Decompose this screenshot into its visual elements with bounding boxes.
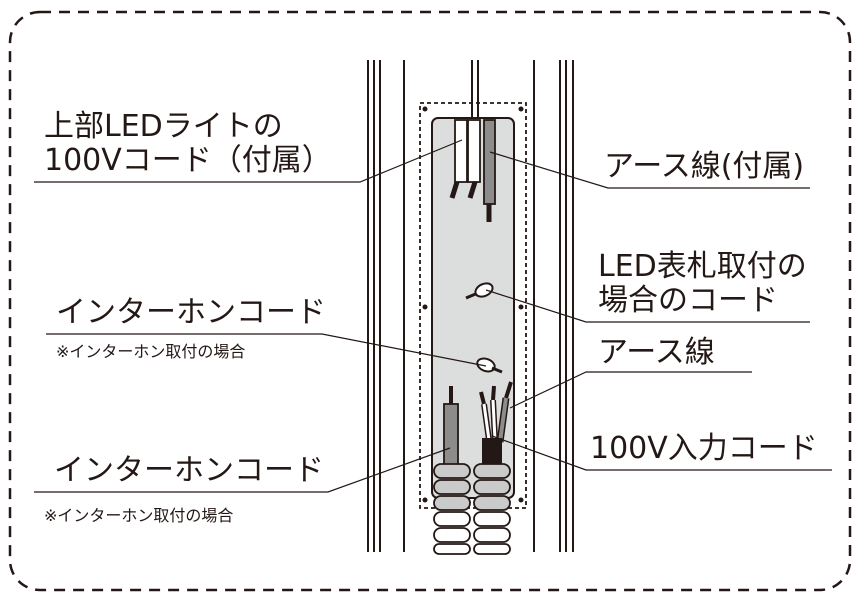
label-led-nameplate-line1: LED表札取付の [598,249,807,284]
leader-intercom-lower [34,447,451,493]
label-led-nameplate-line2: 場合のコード [598,283,778,318]
lower-100v-input-cord [479,381,513,468]
label-ground-wire: アース線 [598,335,715,370]
leader-100v-input [491,435,832,471]
corrugated-conduits [433,463,511,555]
label-intercom-note-lower: ※インターホン取付の場合 [44,506,234,525]
upper-100v-cord [449,119,481,199]
dashed-frame [8,10,852,592]
label-intercom-note-upper: ※インターホン取付の場合 [56,342,246,361]
leader-lines [34,139,832,493]
led-nameplate-connector [465,282,494,300]
pole-rails [367,60,574,552]
label-100v-input-cord: 100V入力コード [590,431,818,466]
label-top-led-cord-line1: 上部LEDライトの [44,109,283,144]
label-ground-wire-included: アース線(付属) [604,149,805,184]
leader-ground-wire [509,371,752,409]
leader-top-led-cord [34,139,463,183]
leader-led-nameplate [485,289,810,323]
intercom-connector [476,357,503,374]
upper-ground-wire [483,119,496,222]
label-intercom-cord-lower: インターホンコード [54,453,324,488]
label-intercom-cord-upper: インターホンコード [56,295,326,330]
lower-intercom-cord [443,386,459,471]
screw-holes [422,106,524,503]
top-wire-feed [471,60,479,118]
leader-ground-included [489,151,810,189]
leader-intercom-upper [46,333,487,367]
label-top-led-cord-line2: 100Vコード（付属） [44,143,332,178]
